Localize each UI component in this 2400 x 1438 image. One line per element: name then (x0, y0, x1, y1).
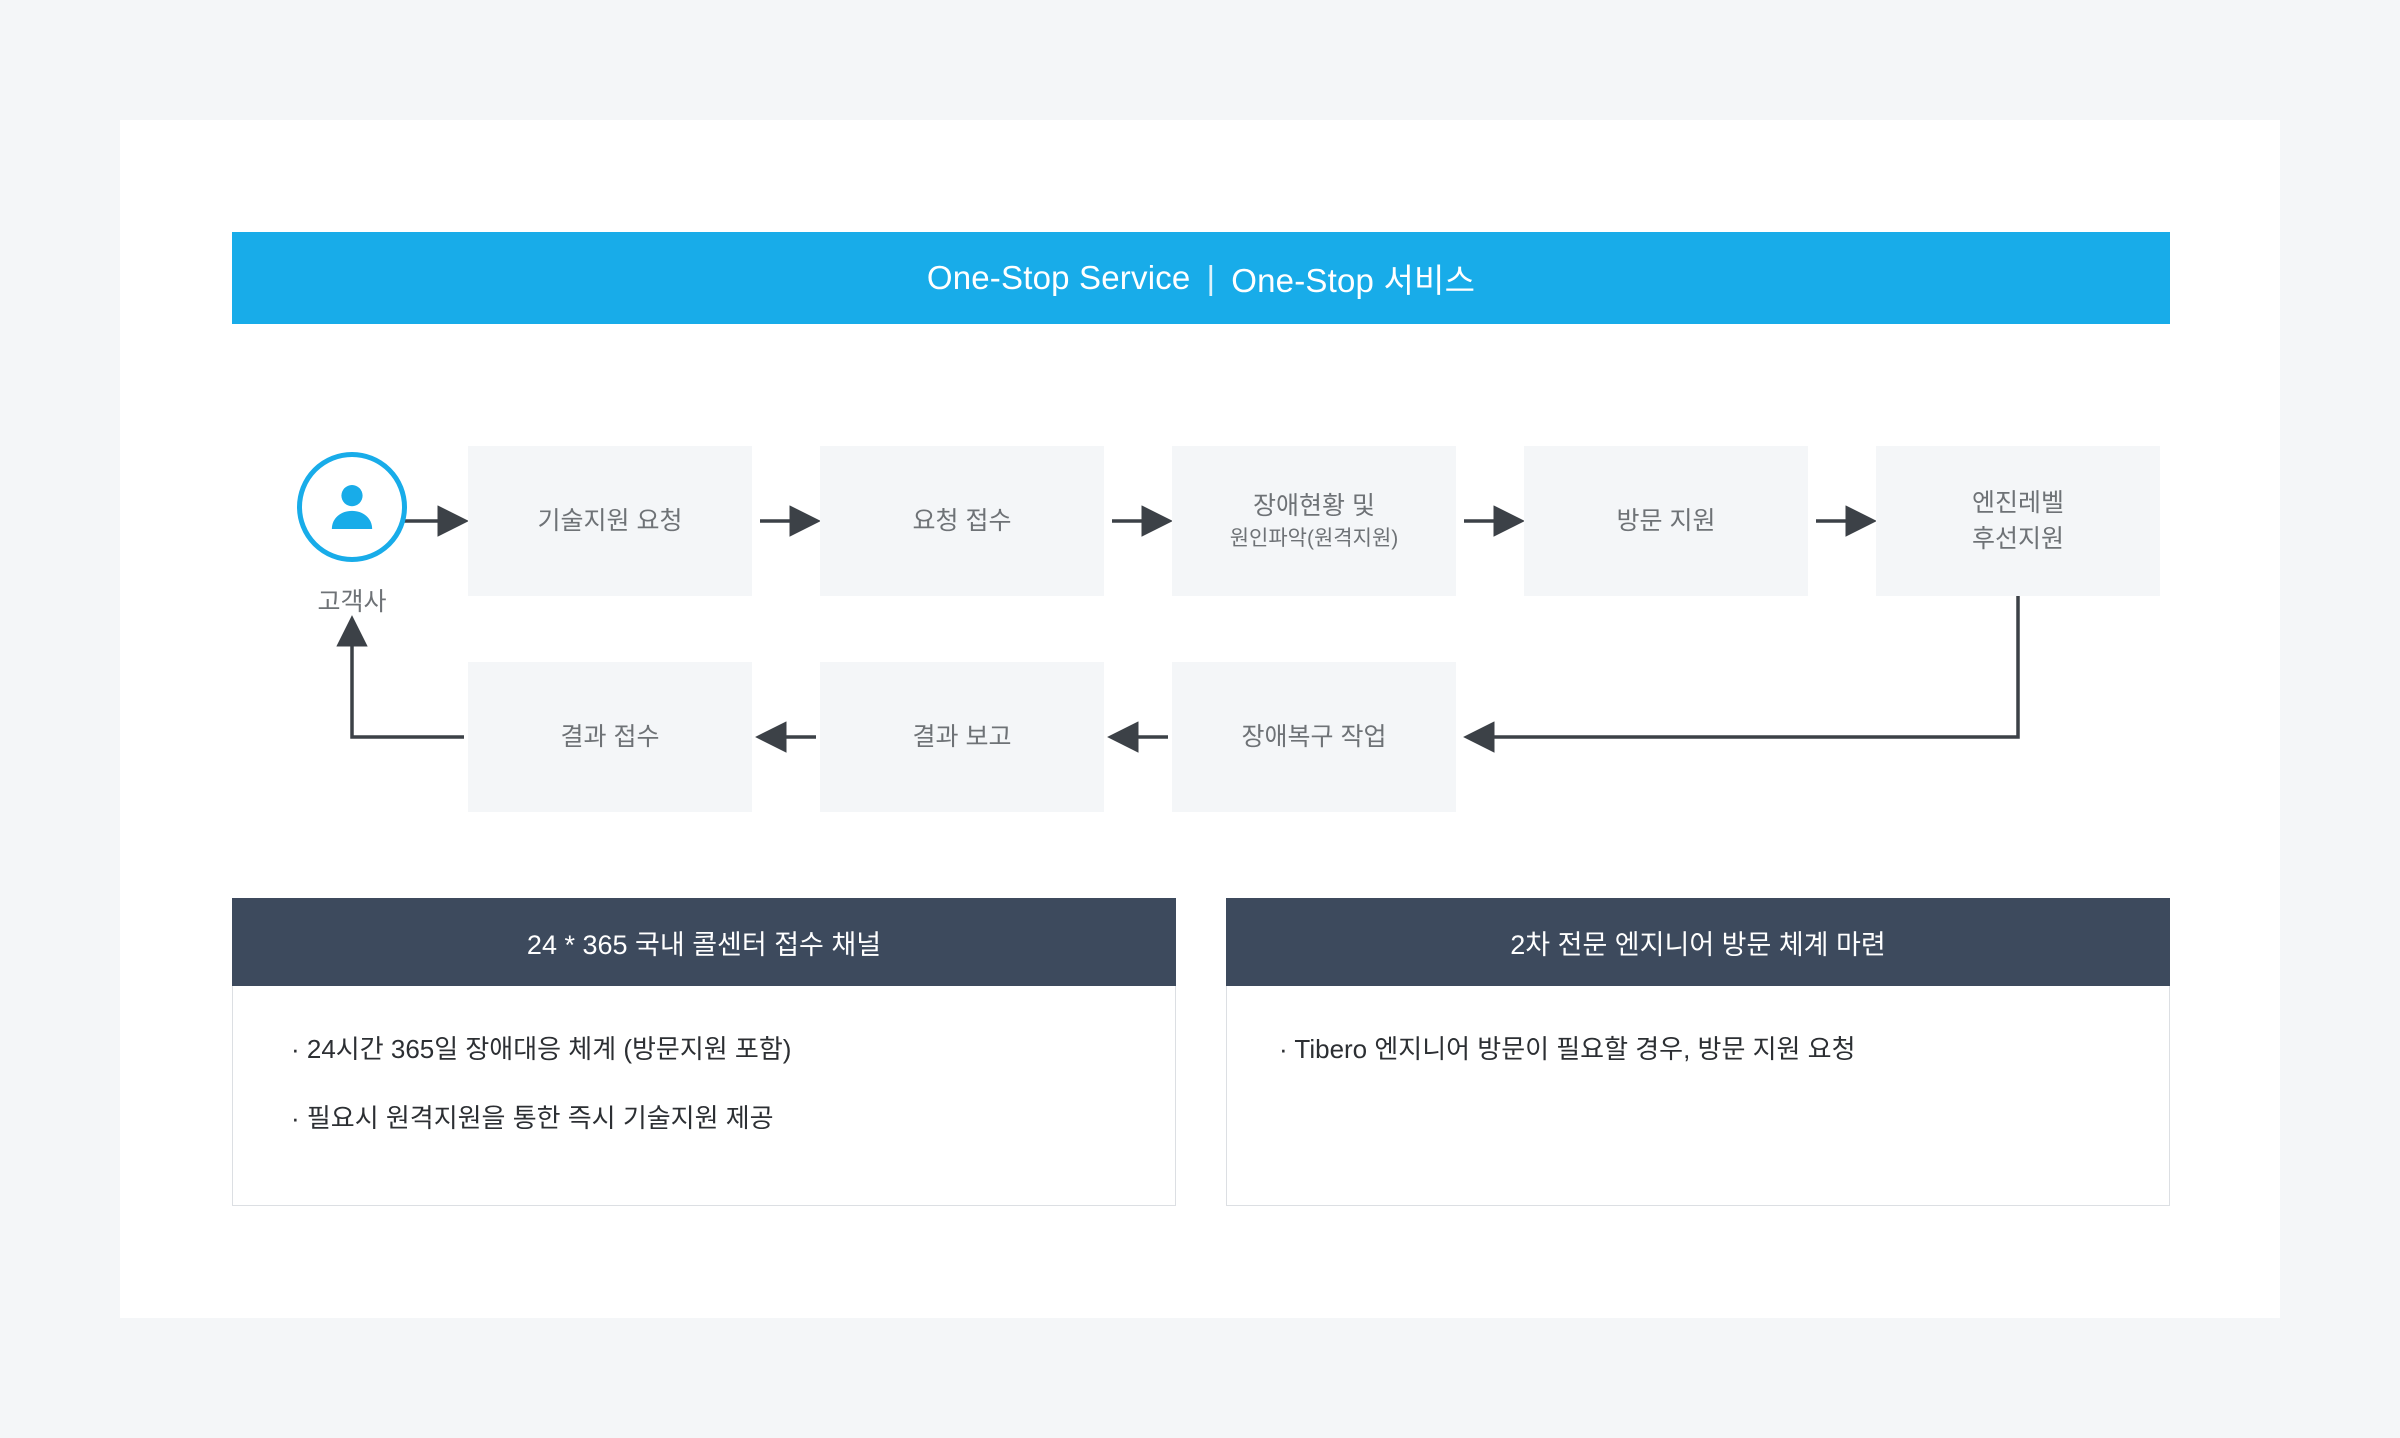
page-banner: One-Stop Service | One-Stop 서비스 (232, 232, 2170, 324)
panel-body: · 24시간 365일 장애대응 체계 (방문지원 포함) · 필요시 원격지원… (232, 986, 1176, 1206)
panel-header: 24 * 365 국내 콜센터 접수 채널 (232, 898, 1176, 986)
customer-avatar-circle (297, 452, 407, 562)
panel-body: · Tibero 엔지니어 방문이 필요할 경우, 방문 지원 요청 (1226, 986, 2170, 1206)
flow-step-fault-recovery: 장애복구 작업 (1172, 662, 1456, 812)
list-item: · Tibero 엔지니어 방문이 필요할 경우, 방문 지원 요청 (1279, 1034, 1856, 1064)
banner-separator: | (1206, 259, 1216, 296)
list-item: · 필요시 원격지원을 통한 즉시 기술지원 제공 (291, 1103, 774, 1134)
flow-step-sublabel: 후선지원 (1971, 525, 2064, 553)
flow-step-label: 장애현황 및 (1253, 491, 1375, 520)
flow-step-result-report: 결과 보고 (820, 662, 1104, 812)
flow-step-fault-analysis: 장애현황 및 원인파악(원격지원) (1172, 446, 1456, 596)
flow-step-sublabel: 원인파악(원격지원) (1229, 526, 1399, 550)
banner-title-en: One-Stop Service (926, 259, 1191, 296)
process-flow-diagram: 고객사 기술지원 요청 요청 접수 장애현황 및 원인파악(원격지원) 방문 지… (120, 120, 2280, 1318)
flow-step-result-received: 결과 접수 (468, 662, 752, 812)
flow-step-label: 요청 접수 (912, 506, 1012, 535)
panel-call-center: 24 * 365 국내 콜센터 접수 채널 · 24시간 365일 장애대응 체… (232, 898, 1176, 1206)
panel-title: 2차 전문 엔지니어 방문 체계 마련 (1510, 929, 1886, 960)
flow-step-label: 결과 보고 (912, 722, 1012, 751)
banner-title-ko: One-Stop 서비스 (1231, 262, 1476, 299)
content-card: One-Stop Service | One-Stop 서비스 (120, 120, 2280, 1318)
person-icon (331, 485, 373, 529)
actor-customer: 고객사 (268, 452, 436, 618)
flow-step-onsite-support: 방문 지원 (1524, 446, 1808, 596)
panel-title: 24 * 365 국내 콜센터 접수 채널 (526, 929, 882, 960)
flow-step-label: 장애복구 작업 (1241, 722, 1387, 751)
actor-label: 고객사 (317, 588, 387, 616)
flow-step-engine-level-support: 엔진레벨 후선지원 (1876, 446, 2160, 596)
flow-step-label: 기술지원 요청 (537, 506, 683, 535)
panel-header: 2차 전문 엔지니어 방문 체계 마련 (1226, 898, 2170, 986)
flow-step-label: 방문 지원 (1616, 506, 1716, 535)
panel-engineer-visit: 2차 전문 엔지니어 방문 체계 마련 · Tibero 엔지니어 방문이 필요… (1226, 898, 2170, 1206)
flow-step-label: 결과 접수 (560, 722, 660, 751)
list-item: · 24시간 365일 장애대응 체계 (방문지원 포함) (291, 1034, 792, 1064)
flow-step-tech-support-request: 기술지원 요청 (468, 446, 752, 596)
flow-step-label: 엔진레벨 (1971, 488, 2064, 517)
flow-step-request-received: 요청 접수 (820, 446, 1104, 596)
